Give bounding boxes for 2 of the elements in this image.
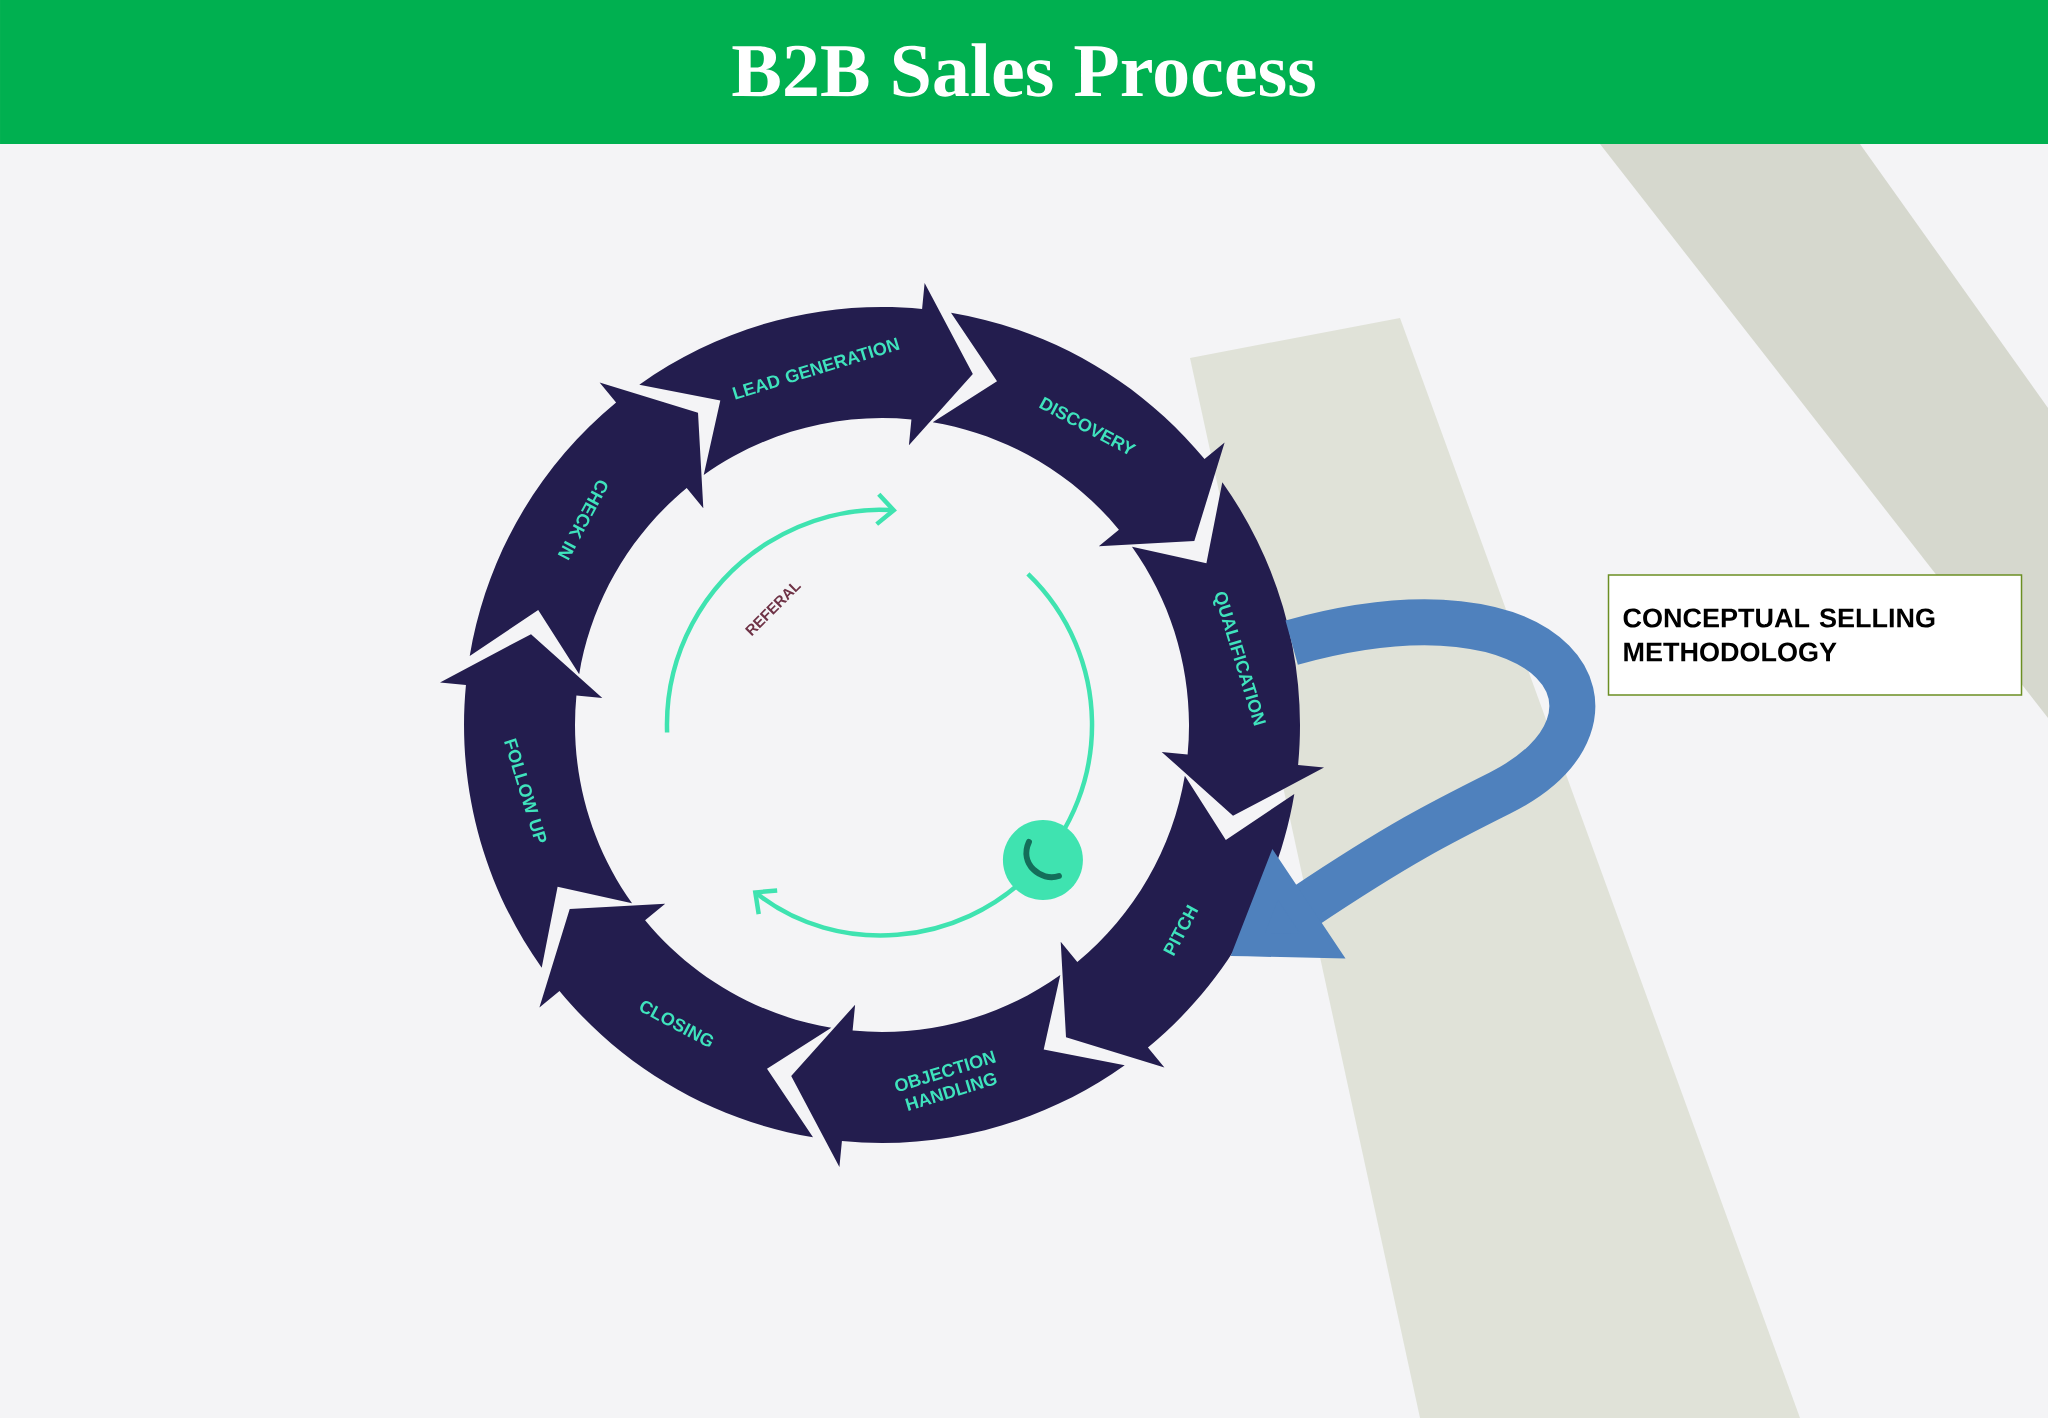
- title-bar: B2B Sales Process: [0, 0, 2048, 144]
- text-box: CONCEPTUAL SELLING METHODOLOGY: [1607, 574, 2023, 696]
